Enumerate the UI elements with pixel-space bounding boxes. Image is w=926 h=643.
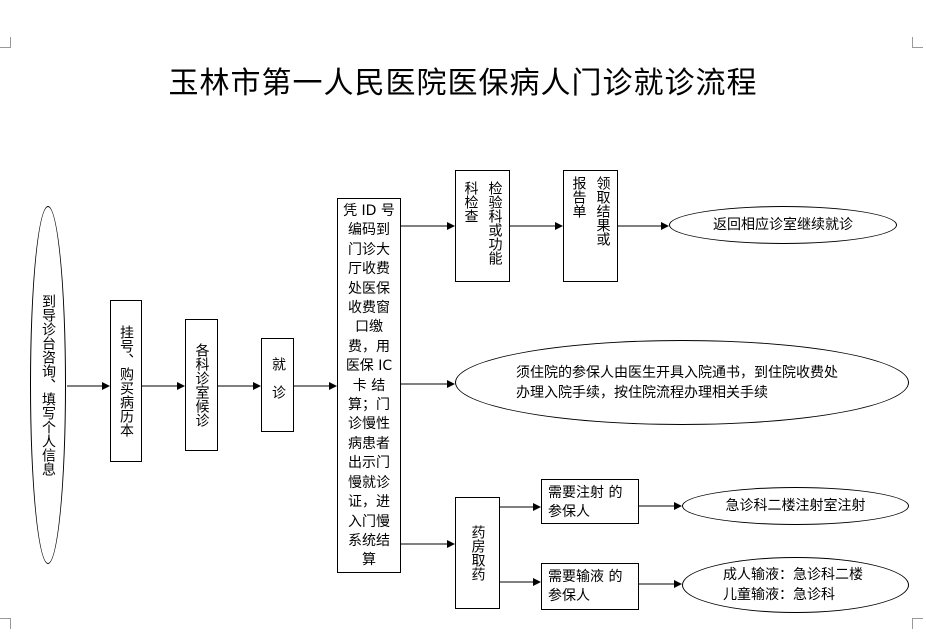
node-return: 返回相应诊室继续就诊 — [669, 206, 897, 244]
corner-mark-bottom-right — [912, 618, 923, 629]
infusion-child-text: 儿童输液：急诊科 — [723, 587, 835, 603]
corner-mark-top-right — [912, 37, 923, 48]
node-infusion-need: 需要输液 的参保人 — [541, 563, 639, 610]
node-injection-place: 急诊科二楼注射室注射 — [682, 487, 909, 525]
infusion-adult-text: 成人输液：急诊科二楼 — [723, 567, 863, 583]
node-consult: 到导诊台咨询、填写个人信息 — [30, 206, 66, 564]
node-infusion-place: 成人输液：急诊科二楼 儿童输液：急诊科 — [682, 557, 909, 613]
corner-mark-bottom-left — [0, 618, 11, 629]
node-pay: 凭 ID 号编码到门诊大厅收费处医保收费窗口缴费，用医保 IC 卡 结算；门诊慢… — [337, 198, 401, 573]
node-exam: 检验科或功能科检查 — [455, 170, 510, 282]
node-wait: 各科诊室候诊 — [185, 319, 218, 451]
node-pharmacy: 药房取药 — [455, 497, 500, 609]
node-register: 挂号、购买病历本 — [110, 300, 142, 462]
corner-mark-top-left — [0, 37, 11, 48]
node-injection-need: 需要注射 的参保人 — [541, 479, 639, 524]
node-inpatient: 须住院的参保人由医生开具入院通书，到住院收费处办理入院手续，按住院流程办理相关手… — [455, 340, 909, 425]
node-visit: 就诊 — [261, 338, 294, 432]
node-report: 领取结果或报告单 — [563, 170, 618, 282]
page-title: 玉林市第一人民医院医保病人门诊就诊流程 — [168, 66, 758, 101]
